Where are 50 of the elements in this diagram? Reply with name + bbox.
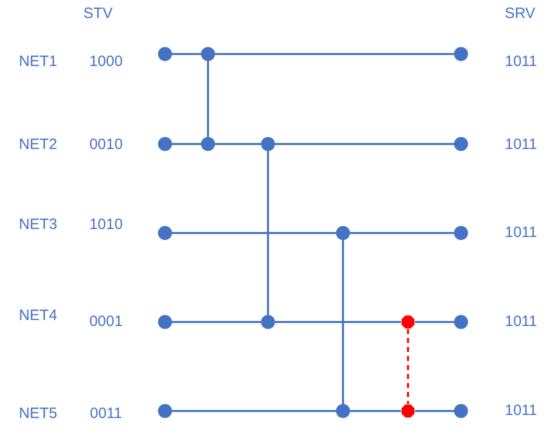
column-header: STV [83, 5, 113, 23]
bit-value: 1011 [504, 53, 538, 71]
wire-line [172, 410, 336, 412]
net-name: NET2 [18, 136, 58, 154]
column-header: SRV [504, 5, 536, 23]
bit-value: 0011 [90, 405, 122, 423]
wire-line [415, 321, 454, 323]
junction-dot [336, 404, 350, 418]
junction-dot [158, 47, 172, 61]
junction-dot [454, 315, 468, 329]
wire-line [215, 143, 261, 145]
wire-line [172, 232, 336, 234]
junction-dot [454, 137, 468, 151]
wire-line [350, 410, 401, 412]
net-name: NET3 [18, 216, 58, 234]
wire-line [275, 143, 454, 145]
net-name: NET5 [18, 405, 58, 423]
wire-line [275, 321, 401, 323]
bit-value: 1011 [504, 313, 538, 331]
bit-value: 0001 [89, 313, 123, 331]
junction-dot [158, 226, 172, 240]
junction-dot [158, 404, 172, 418]
junction-dot [454, 226, 468, 240]
junction-dot [336, 226, 350, 240]
junction-dot [201, 47, 215, 61]
wire-line [172, 143, 201, 145]
wire-line [172, 321, 261, 323]
wire-line [342, 240, 344, 404]
junction-dot [201, 137, 215, 151]
junction-dot [261, 137, 275, 151]
dashed-connector [407, 329, 409, 404]
bit-value: 0010 [89, 136, 123, 154]
bit-value: 1011 [504, 136, 538, 154]
wire-line [172, 53, 201, 55]
junction-dot [454, 47, 468, 61]
wire-line [207, 61, 209, 137]
bit-value: 1011 [504, 224, 538, 242]
junction-dot [158, 137, 172, 151]
bit-value: 1010 [89, 216, 123, 234]
wire-line [215, 53, 454, 55]
net-name: NET1 [18, 53, 58, 71]
junction-dot [158, 315, 172, 329]
wire-line [415, 410, 454, 412]
wire-line [350, 232, 454, 234]
junction-dot [454, 404, 468, 418]
bit-value: 1000 [89, 53, 123, 71]
wire-line [267, 151, 269, 315]
junction-dot [261, 315, 275, 329]
bit-value: 1011 [504, 402, 538, 420]
net-name: NET4 [18, 307, 58, 325]
